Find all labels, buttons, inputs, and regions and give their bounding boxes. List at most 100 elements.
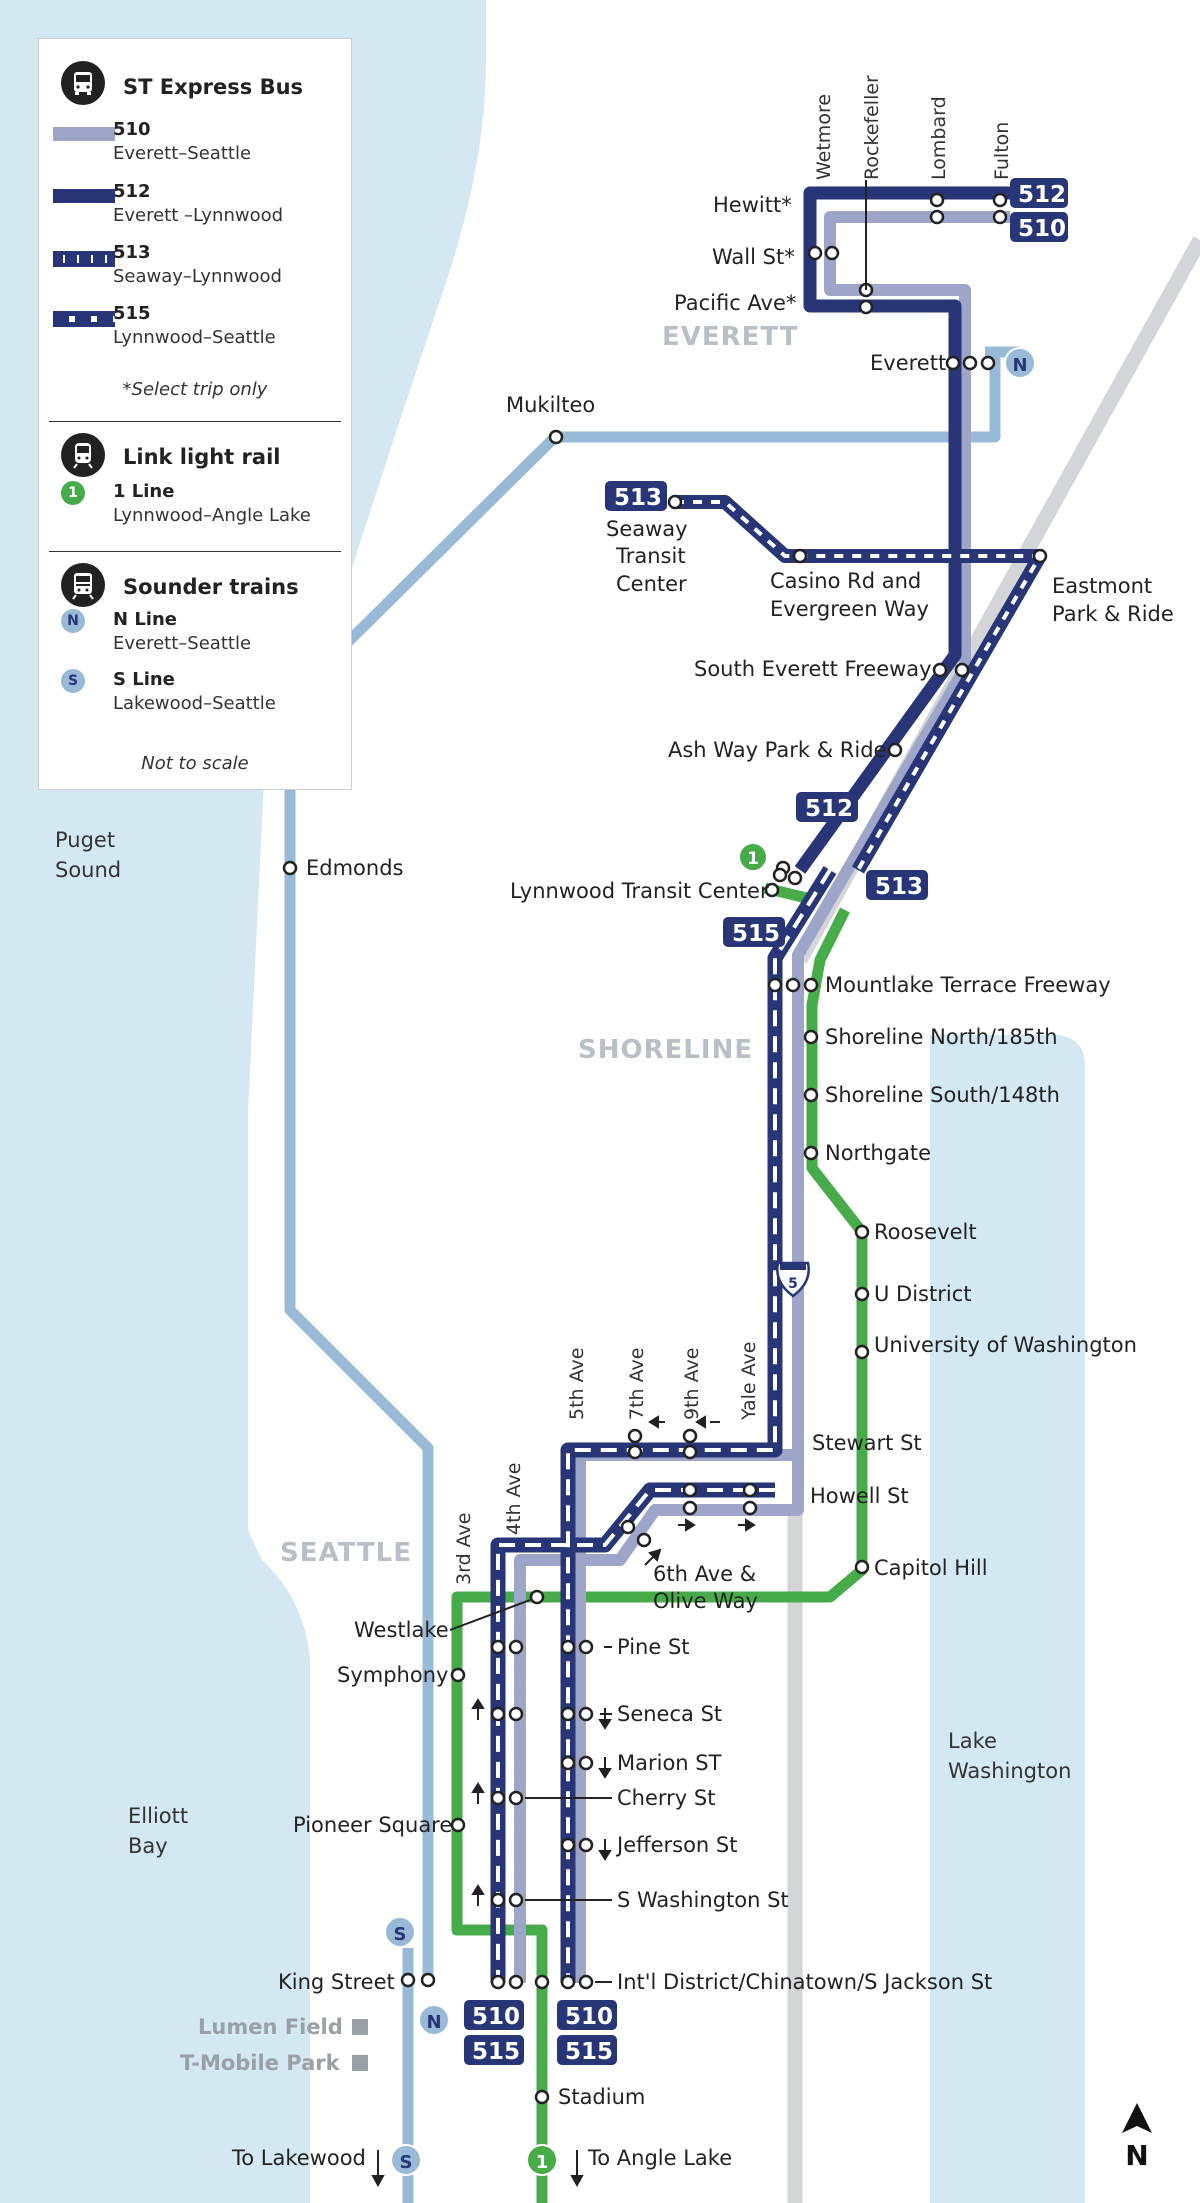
stop-stadium: Stadium <box>558 2085 645 2109</box>
stop-edmonds: Edmonds <box>306 856 403 880</box>
street-wetmore: Wetmore <box>813 94 835 180</box>
street-rockefeller: Rockefeller <box>861 75 883 180</box>
region-elliott-bay-1: Elliott <box>128 1804 188 1828</box>
stop-pioneer-square: Pioneer Square <box>293 1813 452 1837</box>
region-puget-sound-2: Sound <box>55 858 121 882</box>
stop-cherry-st: Cherry St <box>617 1786 715 1810</box>
svg-text:5: 5 <box>788 1276 798 1292</box>
light-rail-icon <box>61 433 105 477</box>
interstate-5-shield: 5 <box>776 1261 810 1298</box>
stop-stewart-st: Stewart St <box>812 1431 922 1455</box>
stop-casino-rd-1: Casino Rd and <box>770 569 921 593</box>
route-badges: 512 510 513 512 513 515 510 515 510 515 <box>464 178 1068 2065</box>
badge-512-lynnwood: 512 <box>805 796 853 822</box>
stop-mountlake: Mountlake Terrace Freeway <box>825 973 1111 997</box>
swatch-512 <box>53 189 115 203</box>
svg-text:N: N <box>1125 2139 1148 2172</box>
ave-3rd: 3rd Ave <box>453 1513 475 1585</box>
line-badges: N N S S 1 1 <box>384 347 1036 2176</box>
stop-pine-st: Pine St <box>617 1635 690 1659</box>
sounder-train-icon <box>61 563 105 607</box>
legend-510-desc: Everett–Seattle <box>113 143 252 164</box>
legend-515-desc: Lynnwood–Seattle <box>113 327 276 348</box>
venue-t-mobile-park: T-Mobile Park <box>180 2051 341 2075</box>
legend-link-title: Link light rail <box>123 445 281 469</box>
badge-513-lynnwood: 513 <box>875 874 923 900</box>
legend-n-line-badge: N <box>61 609 85 633</box>
ave-9th: 9th Ave <box>681 1348 703 1420</box>
badge-n-king: N <box>426 2012 441 2033</box>
stop-hewitt: Hewitt* <box>713 193 792 217</box>
stop-king-street: King Street <box>278 1970 395 1994</box>
bus-icon <box>61 61 105 105</box>
legend-512-code: 512 <box>113 181 151 202</box>
swatch-513 <box>53 251 115 267</box>
region-lake-washington-1: Lake <box>948 1729 997 1753</box>
swatch-515 <box>53 311 115 327</box>
badge-513-seaway: 513 <box>614 485 662 511</box>
badge-510-top: 510 <box>1018 216 1066 242</box>
stop-jefferson-st: Jefferson St <box>615 1833 737 1857</box>
stop-northgate: Northgate <box>825 1141 931 1165</box>
stop-intl-district: Int'l District/Chinatown/S Jackson St <box>617 1970 992 1994</box>
legend-1-line-desc: Lynnwood–Angle Lake <box>113 505 311 526</box>
stop-marion-st: Marion ST <box>617 1751 722 1775</box>
badge-512-top: 512 <box>1018 182 1066 208</box>
ave-4th: 4th Ave <box>503 1463 525 1535</box>
street-fulton: Fulton <box>991 122 1013 180</box>
stop-westlake: Westlake <box>354 1618 449 1642</box>
legend-s-line-desc: Lakewood–Seattle <box>113 693 276 714</box>
legend-510-code: 510 <box>113 119 151 140</box>
ave-5th: 5th Ave <box>566 1348 588 1420</box>
stop-wall-st: Wall St* <box>712 245 795 269</box>
dest-to-lakewood: To Lakewood <box>231 2146 366 2170</box>
ave-7th: 7th Ave <box>626 1348 648 1420</box>
legend-n-line-code: N Line <box>113 609 177 630</box>
stop-everett: Everett <box>870 351 946 375</box>
legend-s-line-badge: S <box>61 669 85 693</box>
badge-515-5th: 515 <box>565 2039 613 2065</box>
direction-arrows <box>371 1415 756 2188</box>
legend-select-note: *Select trip only <box>122 379 268 400</box>
legend-513-code: 513 <box>113 242 151 263</box>
stop-capitol-hill: Capitol Hill <box>874 1556 988 1580</box>
legend-1-line-code: 1 Line <box>113 481 175 502</box>
legend-sounder-title: Sounder trains <box>123 575 299 599</box>
venue-lumen-field-marker <box>352 2019 368 2035</box>
stop-seneca-st: Seneca St <box>617 1702 722 1726</box>
dest-to-angle-lake: To Angle Lake <box>587 2146 732 2170</box>
lake-washington-water <box>930 1035 1085 2203</box>
stop-shoreline-south: Shoreline South/148th <box>825 1083 1060 1107</box>
badge-515-lynnwood: 515 <box>732 921 780 947</box>
legend-divider-1 <box>49 421 341 422</box>
map-legend: ST Express Bus 510 Everett–Seattle 512 E… <box>38 38 352 790</box>
stop-howell-st: Howell St <box>810 1484 909 1508</box>
stop-seaway-tc-3: Center <box>616 572 687 596</box>
badge-n-everett: N <box>1012 355 1027 376</box>
stop-seaway-tc-1: Seaway <box>606 517 688 541</box>
badge-510-4th: 510 <box>472 2004 520 2030</box>
stop-olive-way-1: 6th Ave & <box>653 1562 756 1586</box>
region-lake-washington-2: Washington <box>948 1759 1071 1783</box>
north-arrow-icon: N <box>1122 2103 1152 2172</box>
legend-513-desc: Seaway–Lynnwood <box>113 266 282 287</box>
region-shoreline: SHORELINE <box>578 1035 753 1065</box>
badge-s-king: S <box>394 1924 407 1945</box>
badge-1-angle-lake: 1 <box>536 2152 549 2173</box>
legend-n-line-desc: Everett–Seattle <box>113 633 252 654</box>
stop-mukilteo: Mukilteo <box>506 393 595 417</box>
stop-ash-way: Ash Way Park & Ride <box>668 738 886 762</box>
stop-shoreline-north: Shoreline North/185th <box>825 1025 1058 1049</box>
region-seattle: SEATTLE <box>280 1538 412 1568</box>
swatch-510 <box>53 127 115 141</box>
badge-510-5th: 510 <box>565 2004 613 2030</box>
stop-casino-rd-2: Evergreen Way <box>770 597 929 621</box>
stop-roosevelt: Roosevelt <box>874 1220 977 1244</box>
stop-olive-way-2: Olive Way <box>653 1589 758 1613</box>
stop-uw: University of Washington <box>874 1333 1137 1357</box>
stop-pacific-ave: Pacific Ave* <box>674 291 796 315</box>
venue-lumen-field: Lumen Field <box>198 2015 343 2039</box>
stop-symphony: Symphony <box>337 1663 448 1687</box>
route-513-line <box>675 495 1047 874</box>
legend-divider-2 <box>49 551 341 552</box>
